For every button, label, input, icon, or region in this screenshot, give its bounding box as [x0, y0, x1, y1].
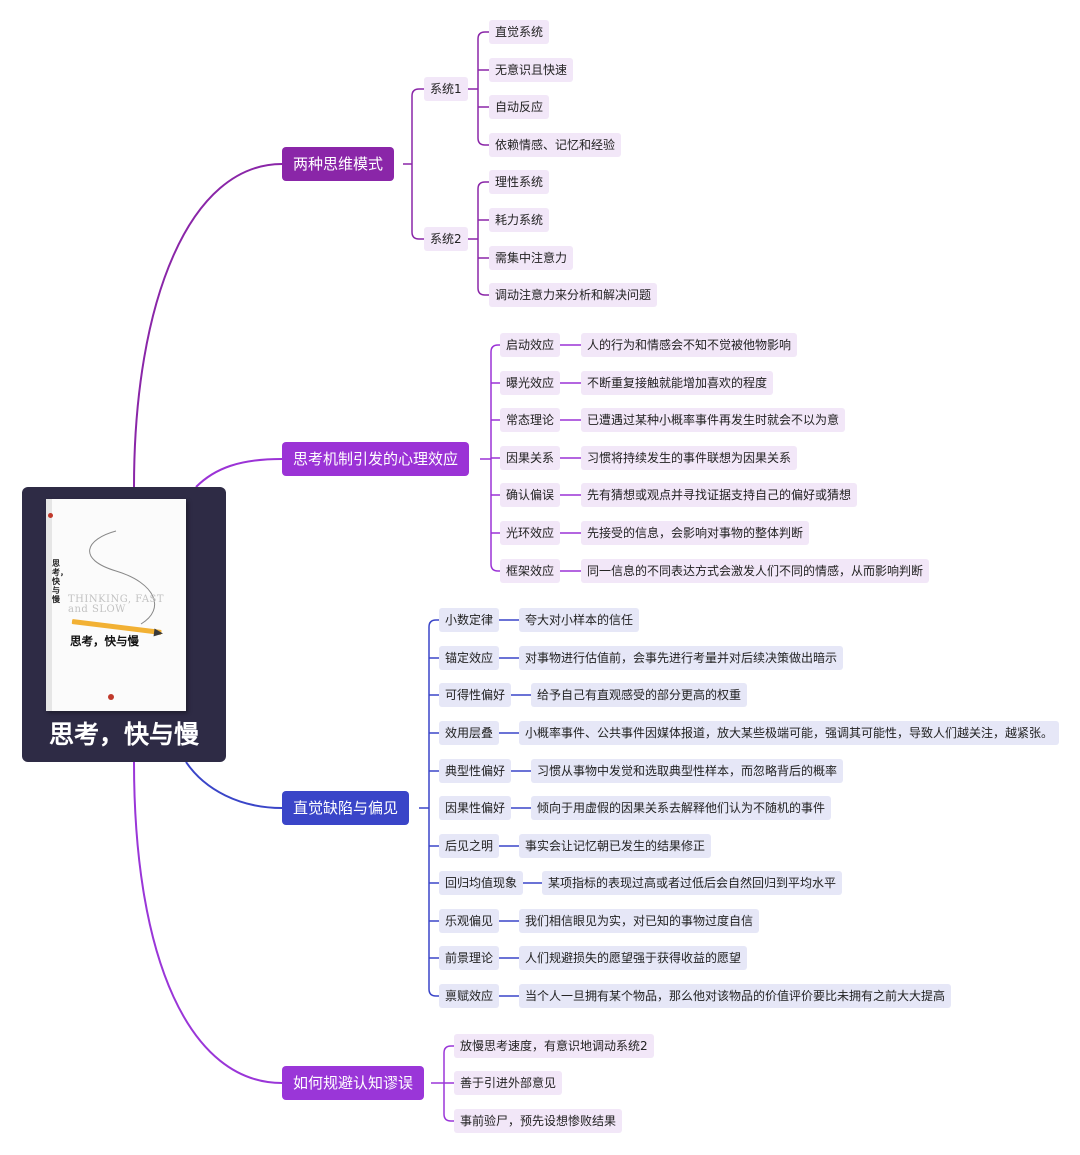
desc-node[interactable]: 小概率事件、公共事件因媒体报道，放大某些极端可能，强调其可能性，导致人们越关注，…: [519, 721, 1060, 745]
book-english-title: THINKING, FAST and SLOW: [68, 594, 165, 615]
leaf-node[interactable]: 依赖情感、记忆和经验: [489, 133, 622, 157]
leaf-node[interactable]: 自动反应: [489, 95, 550, 119]
leaf-node[interactable]: 事前验尸，预先设想惨败结果: [454, 1109, 623, 1133]
desc-node[interactable]: 不断重复接触就能增加喜欢的程度: [581, 371, 774, 395]
term-node[interactable]: 小数定律: [439, 608, 500, 632]
connector-root-branch4: [133, 761, 283, 1084]
leaf-node[interactable]: 善于引进外部意见: [454, 1071, 563, 1095]
book-chinese-title: 思考，快与慢: [70, 634, 139, 648]
book-spine-title: 思考，快与慢: [52, 558, 68, 604]
leaf-node[interactable]: 放慢思考速度，有意识地调动系统2: [454, 1034, 654, 1058]
term-node[interactable]: 前景理论: [439, 946, 500, 970]
branch-psychological-effects[interactable]: 思考机制引发的心理效应: [282, 442, 470, 476]
leaf-node[interactable]: 调动注意力来分析和解决问题: [489, 283, 658, 307]
desc-node[interactable]: 已遭遇过某种小概率事件再发生时就会不以为意: [581, 408, 846, 432]
desc-node[interactable]: 倾向于用虚假的因果关系去解释他们认为不随机的事件: [531, 796, 832, 820]
term-node[interactable]: 启动效应: [500, 333, 561, 357]
branch4-connectors: [431, 1045, 454, 1122]
subtopic-system1[interactable]: 系统1: [424, 77, 468, 101]
leaf-node[interactable]: 理性系统: [489, 170, 550, 194]
desc-node[interactable]: 习惯将持续发生的事件联想为因果关系: [581, 446, 798, 470]
desc-node[interactable]: 先接受的信息，会影响对事物的整体判断: [581, 521, 810, 545]
leaf-node[interactable]: 耗力系统: [489, 208, 550, 232]
term-node[interactable]: 因果关系: [500, 446, 561, 470]
term-node[interactable]: 光环效应: [500, 521, 561, 545]
desc-node[interactable]: 夸大对小样本的信任: [519, 608, 640, 632]
branch-intuition-biases[interactable]: 直觉缺陷与偏见: [282, 791, 410, 825]
desc-node[interactable]: 人们规避损失的愿望强于获得收益的愿望: [519, 946, 748, 970]
book-cover-image: 思考，快与慢 THINKING, FAST and SLOW 思考，快与慢: [46, 499, 186, 711]
term-node[interactable]: 效用层叠: [439, 721, 500, 745]
connector-root-branch1: [133, 163, 283, 488]
connector-root-branch3: [185, 761, 283, 809]
term-node[interactable]: 可得性偏好: [439, 683, 512, 707]
cover-curve-decoration: [89, 530, 156, 625]
desc-node[interactable]: 某项指标的表现过高或者过低后会自然回归到平均水平: [542, 871, 843, 895]
desc-node[interactable]: 同一信息的不同表达方式会激发人们不同的情感，从而影响判断: [581, 559, 930, 583]
branch-avoid-cognitive-errors[interactable]: 如何规避认知谬误: [282, 1066, 425, 1100]
term-node[interactable]: 常态理论: [500, 408, 561, 432]
desc-node[interactable]: 当个人一旦拥有某个物品，那么他对该物品的价值评价要比未拥有之前大大提高: [519, 984, 952, 1008]
term-node[interactable]: 乐观偏见: [439, 909, 500, 933]
root-title: 思考，快与慢: [48, 720, 199, 749]
desc-node[interactable]: 我们相信眼见为实，对已知的事物过度自信: [519, 909, 760, 933]
desc-node[interactable]: 给予自己有直观感受的部分更高的权重: [531, 683, 748, 707]
term-node[interactable]: 框架效应: [500, 559, 561, 583]
leaf-node[interactable]: 无意识且快速: [489, 58, 574, 82]
subtopic-system2[interactable]: 系统2: [424, 227, 468, 251]
term-node[interactable]: 禀赋效应: [439, 984, 500, 1008]
term-node[interactable]: 回归均值现象: [439, 871, 524, 895]
connector-root-branch2: [195, 458, 283, 488]
term-node[interactable]: 典型性偏好: [439, 759, 512, 783]
branch-two-thinking-modes[interactable]: 两种思维模式: [282, 147, 395, 181]
branch3-connectors: [419, 619, 542, 997]
desc-node[interactable]: 对事物进行估值前，会事先进行考量并对后续决策做出暗示: [519, 646, 844, 670]
term-node[interactable]: 确认偏误: [500, 483, 561, 507]
desc-node[interactable]: 人的行为和情感会不知不觉被他物影响: [581, 333, 798, 357]
desc-node[interactable]: 先有猜想或观点并寻找证据支持自己的偏好或猜想: [581, 483, 858, 507]
term-node[interactable]: 锚定效应: [439, 646, 500, 670]
root-node[interactable]: 思考，快与慢 THINKING, FAST and SLOW 思考，快与慢 思考…: [22, 487, 226, 762]
term-node[interactable]: 曝光效应: [500, 371, 561, 395]
term-node[interactable]: 因果性偏好: [439, 796, 512, 820]
branch2-connectors: [480, 344, 581, 572]
desc-node[interactable]: 事实会让记忆朝已发生的结果修正: [519, 834, 712, 858]
branch1-connectors: [403, 31, 489, 296]
term-node[interactable]: 后见之明: [439, 834, 500, 858]
leaf-node[interactable]: 直觉系统: [489, 20, 550, 44]
desc-node[interactable]: 习惯从事物中发觉和选取典型性样本，而忽略背后的概率: [531, 759, 844, 783]
leaf-node[interactable]: 需集中注意力: [489, 246, 574, 270]
publisher-logo: [108, 694, 114, 700]
